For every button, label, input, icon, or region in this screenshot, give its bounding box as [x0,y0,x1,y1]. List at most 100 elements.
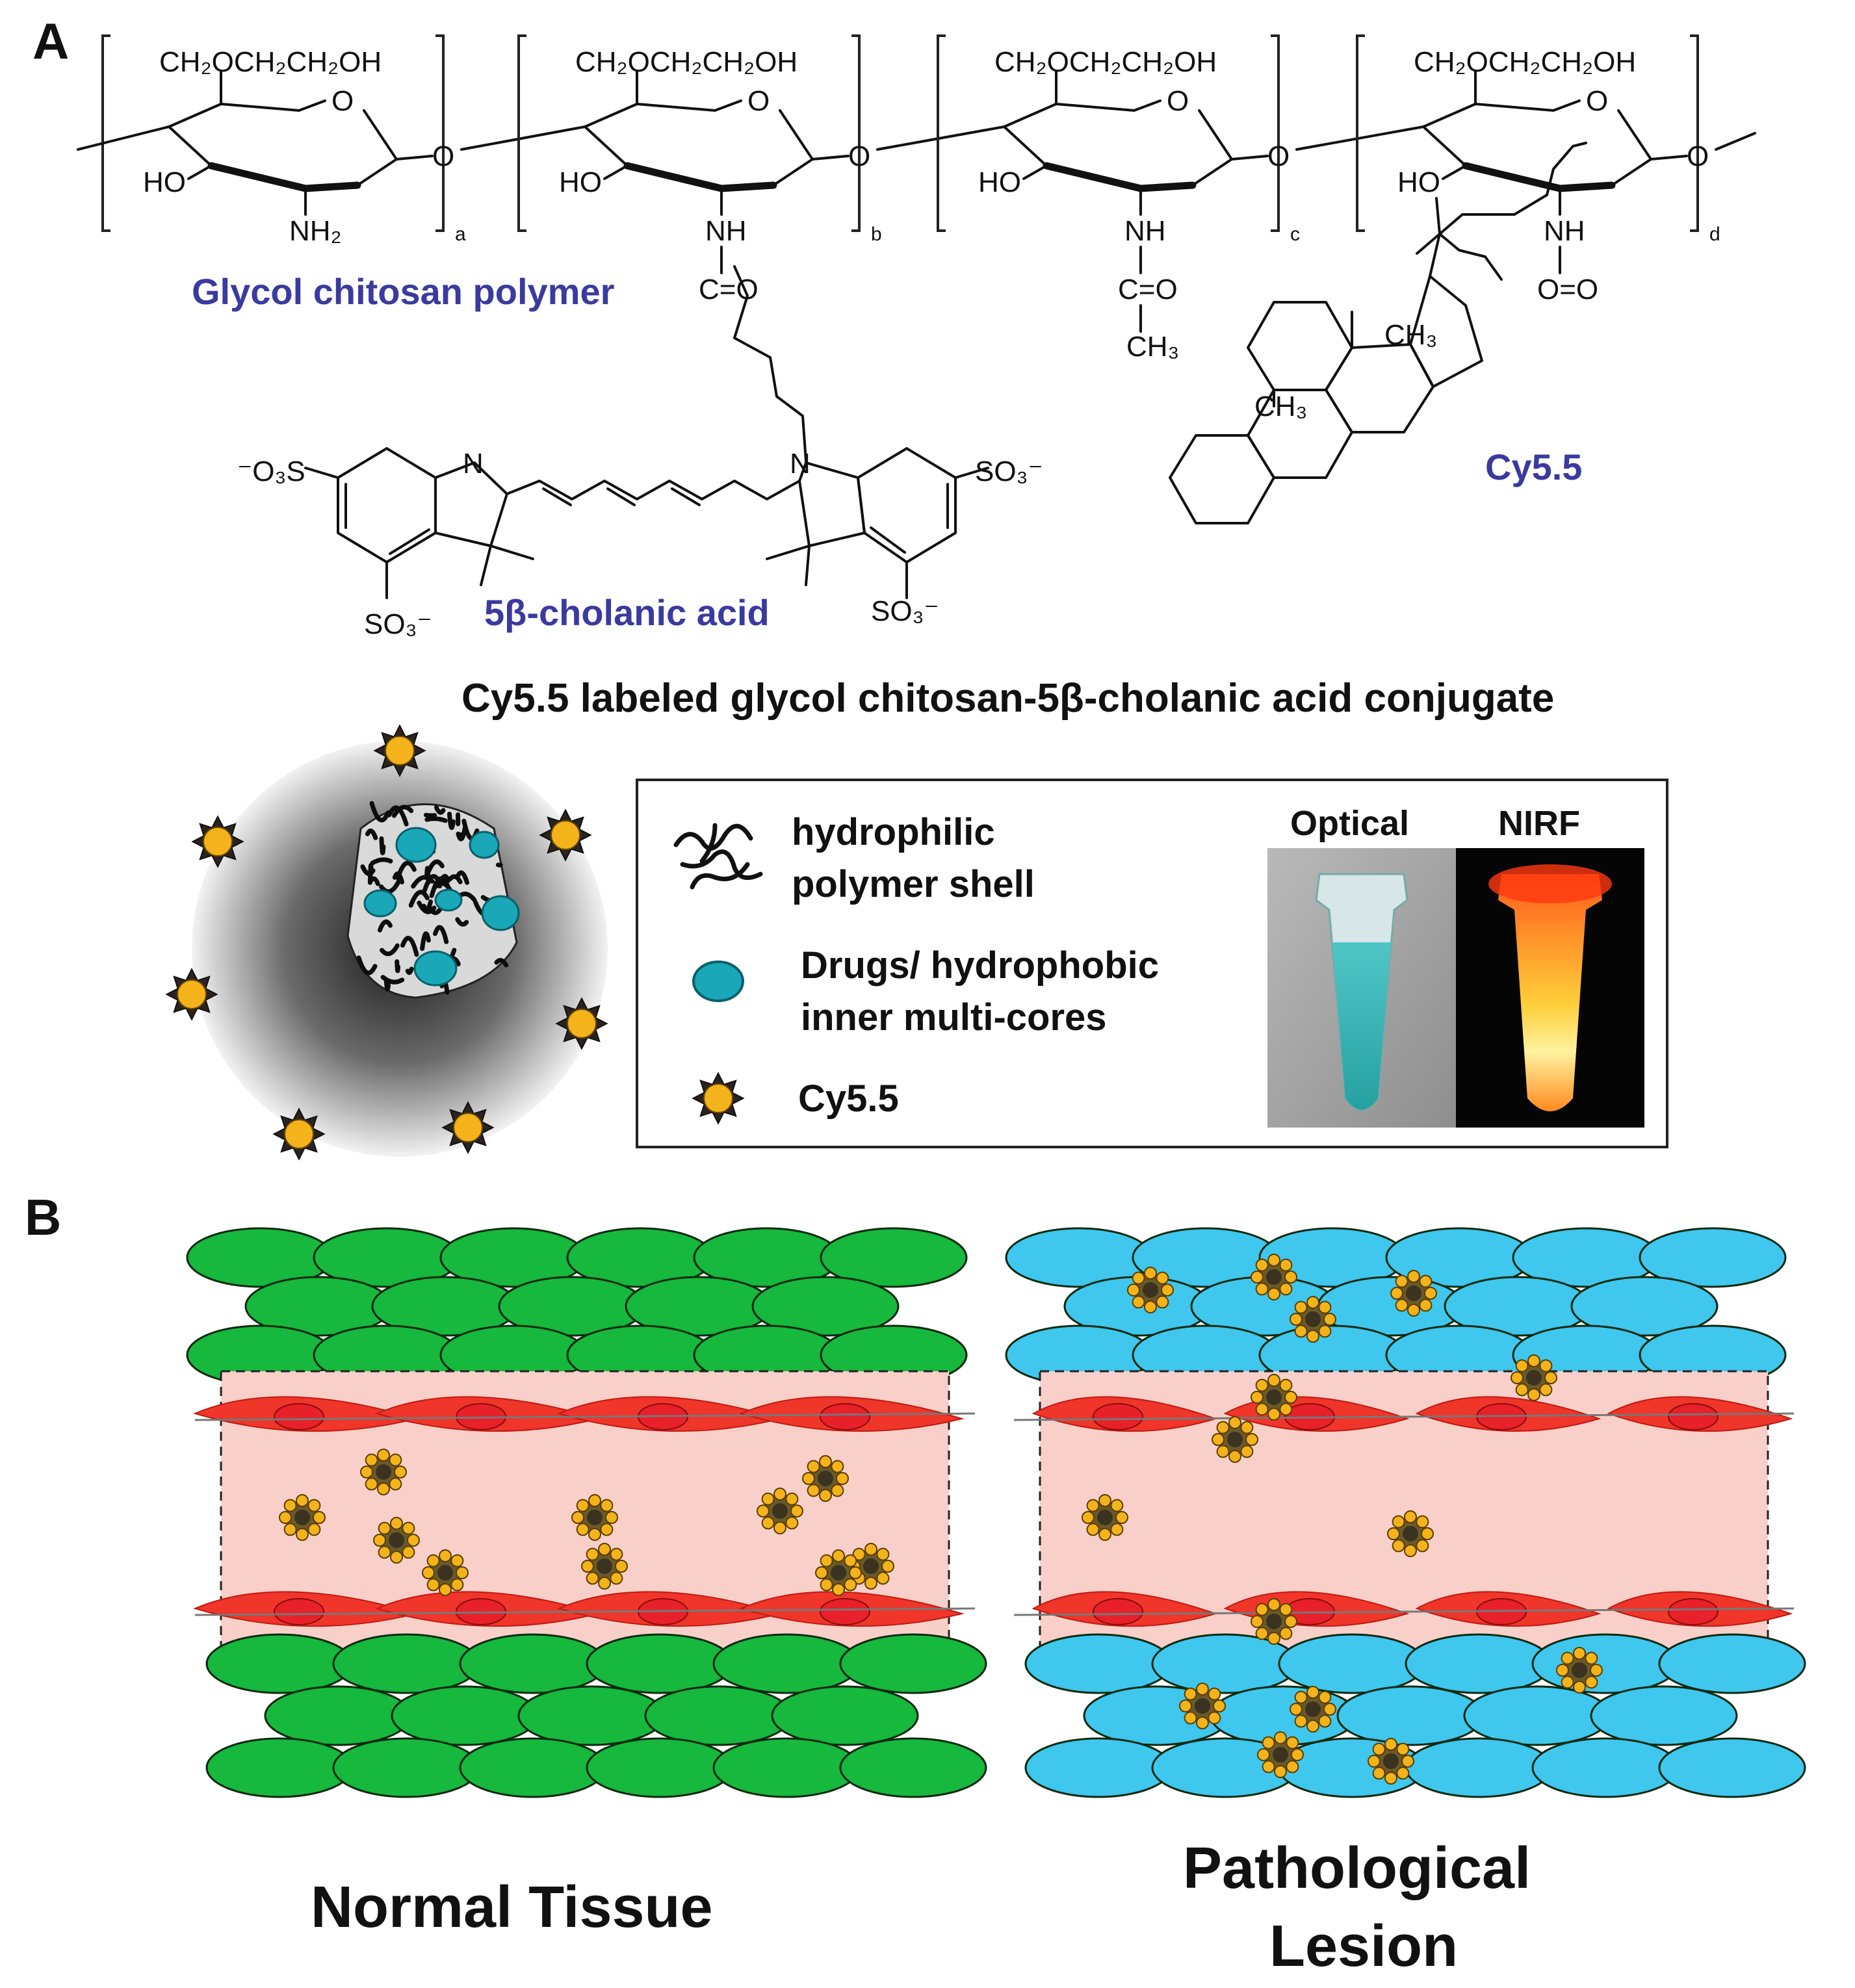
tissue-cell [517,1685,666,1746]
lesion-label-line2: Lesion [1269,1914,1458,1979]
unit-ring-oxygen: O [1586,85,1608,117]
cy55-dye-marker [165,968,218,1021]
legend-dye-label: Cy5.5 [798,1078,899,1120]
sulfonate-top-left: ⁻O₃S [237,456,305,487]
unit-subscript: d [1709,224,1720,245]
unit-subscript: c [1290,224,1300,245]
unit-ring-oxygen: O [747,85,770,117]
cell-nucleus [820,1403,870,1430]
dye-n-right: N [790,448,811,480]
tissue-cell [1024,1737,1173,1798]
legend-core-line2: inner multi-cores [801,996,1107,1039]
steroid-structure [1169,142,1587,524]
nanoparticle [1511,1354,1557,1401]
unit-side-chain: CH₂OCH₂CH₂OH [575,46,798,78]
tissue-cell [712,1633,861,1694]
cy55-dye-marker [539,808,592,862]
cy55-dye-marker [373,724,426,777]
tissue-cell [1024,1633,1173,1694]
nanoparticle [422,1549,469,1596]
tissue-cell [264,1685,412,1746]
tissue-cell [1658,1633,1806,1694]
tissue-cell [586,1737,734,1798]
tissue-cell [1639,1227,1787,1288]
photo-nirf-label: NIRF [1498,804,1580,843]
unit-side-chain: CH₂OCH₂CH₂OH [159,46,382,78]
legend-shell-line2: polymer shell [792,863,1035,905]
unit-link-oxygen: O [1267,140,1290,172]
nanoparticle [815,1549,862,1596]
tissue-cell [751,1276,900,1337]
alkyl-linker [733,265,807,463]
unit-hydroxyl: HO [143,166,186,198]
drug-core [413,950,458,987]
lesion-tissue-diagram [1005,1227,1806,1798]
nanoparticle [1368,1738,1414,1785]
panel-b-label: B [25,1189,61,1246]
lesion-label-line1: Pathological [1183,1836,1531,1901]
unit-substituent: NH [1544,215,1585,247]
cy55-dye-marker [555,997,608,1050]
cy55-dye-marker [692,1072,745,1125]
unit-substituent: NH [1124,215,1166,247]
tissue-cell [205,1633,354,1694]
cholanic-label: 5β-cholanic acid [484,592,770,633]
unit-subscript: a [455,224,466,245]
dye-n-left: N [463,448,484,480]
nanoparticle [279,1494,326,1541]
unit-substituent: NH [705,215,747,247]
tissue-cell [1531,1633,1680,1694]
drug-core [469,831,500,859]
cell-nucleus [1668,1403,1719,1430]
nanoparticle [360,1449,407,1495]
nanoparticle [1390,1270,1437,1317]
unit-carbonyl: C=O [699,274,759,305]
tissue-cell [771,1685,919,1746]
nanoparticle [1179,1683,1226,1729]
legend-core-line1: Drugs/ hydrophobic [801,944,1159,987]
drug-core [434,888,463,912]
unit-side-chain: CH₂OCH₂CH₂OH [1414,46,1636,78]
cy55-structure-label: Cy5.5 [1485,446,1582,487]
cell-nucleus [1093,1598,1143,1625]
tissue-cell [1590,1685,1738,1746]
cy55-dye-marker [191,815,244,868]
tissue-cell [586,1633,734,1694]
tissue-cell [1336,1685,1485,1746]
tissue-cell [205,1737,354,1798]
unit-carbonyl: O=O [1537,274,1598,305]
unit-ring-oxygen: O [331,85,354,117]
optical-photo [1267,848,1456,1128]
tissue-cell [1570,1276,1719,1337]
tissue-cell [839,1633,987,1694]
cell-nucleus [820,1598,870,1625]
drug-core-icon [692,961,744,1002]
polymer-label: Glycol chitosan polymer [192,271,614,312]
unit-ring-oxygen: O [1167,85,1189,117]
unit-hydroxyl: HO [559,166,602,198]
nanoparticle [1251,1374,1297,1421]
cell-nucleus [1668,1598,1719,1625]
polymer-shell-icon [673,823,763,890]
tissue-cell [1463,1685,1611,1746]
nirf-photo [1456,848,1644,1128]
unit-side-chain: CH₂OCH₂CH₂OH [994,46,1217,78]
unit-hydroxyl: HO [978,166,1021,198]
nanoparticle [1251,1598,1297,1645]
nanoparticle [1387,1510,1434,1557]
unit-link-oxygen: O [432,140,454,172]
unit-substituent: NH₂ [289,215,342,247]
tissue-cell [712,1737,861,1798]
conjugate-title: Cy5.5 labeled glycol chitosan-5β-cholani… [461,676,1554,721]
unit-hydroxyl: HO [1397,166,1440,198]
nanoparticle [581,1543,628,1590]
nanoparticle [802,1455,849,1502]
tissue-cell [839,1737,987,1798]
unit-carbonyl: C=O [1118,274,1178,305]
sulfonate-bottom-left: SO₃⁻ [364,608,432,640]
